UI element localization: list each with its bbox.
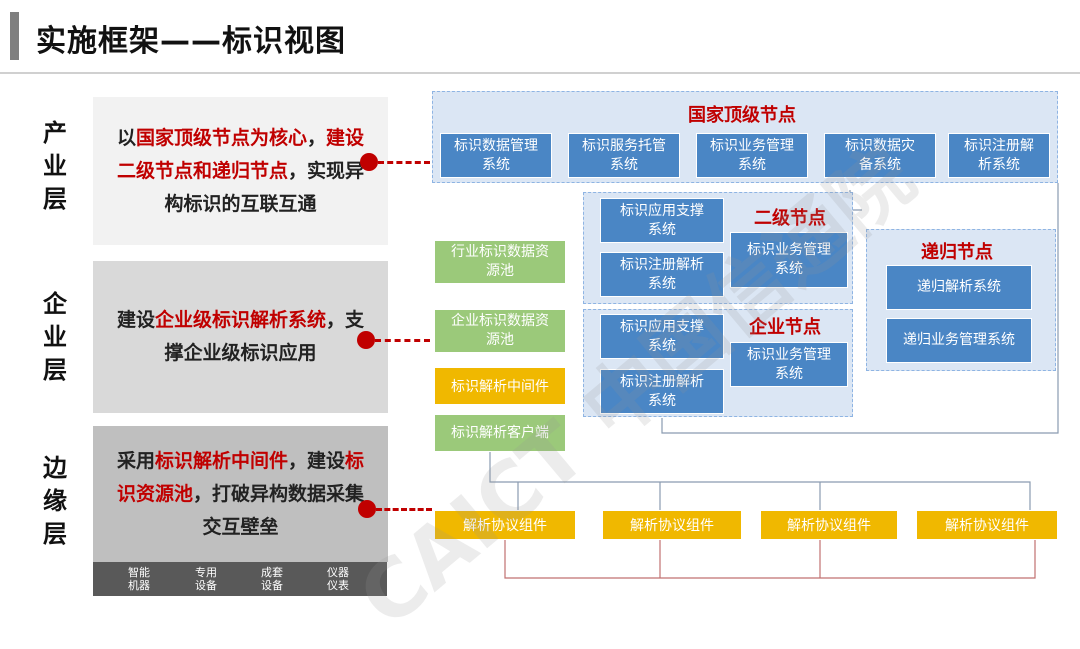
- layer-desc-text: 以国家顶级节点为核心，建设二级节点和递归节点，实现异构标识的互联互通: [111, 122, 370, 221]
- device-smart-machine: 智能机器: [128, 566, 150, 592]
- desc-text: ，打破异构数据采集交互壁垒: [193, 482, 365, 538]
- desc-text: ，实现异构标识的互联互通: [164, 159, 365, 215]
- recursive-system-business-mgmt[interactable]: 递归业务管理系统: [886, 318, 1032, 363]
- protocol-component-2[interactable]: 解析协议组件: [602, 510, 742, 540]
- connector-dot-industry: [360, 153, 378, 171]
- connector-dash-edge: [376, 508, 432, 511]
- layer-desc-edge: 采用标识解析中间件，建设标识资源池，打破异构数据采集交互壁垒: [93, 426, 388, 562]
- national-system-business-mgmt[interactable]: 标识业务管理系统: [696, 133, 808, 178]
- desc-text: 以: [116, 126, 136, 149]
- desc-text: 建设: [116, 309, 155, 331]
- resolution-middleware[interactable]: 标识解析中间件: [434, 367, 566, 405]
- wire-national-to-enterprise: [661, 183, 1059, 434]
- protocol-component-4[interactable]: 解析协议组件: [916, 510, 1058, 540]
- secondary-system-registration-resolution[interactable]: 标识注册解析系统: [600, 252, 724, 297]
- wire-bottom-bus: [504, 540, 1036, 579]
- connector-dash-industry: [378, 161, 430, 164]
- national-system-service-hosting[interactable]: 标识服务托管系统: [568, 133, 680, 178]
- layer-label-edge: 边缘层: [43, 454, 67, 548]
- national-system-registration-resolution[interactable]: 标识注册解析系统: [948, 133, 1050, 178]
- layer-desc-text: 采用标识解析中间件，建设标识资源池，打破异构数据采集交互壁垒: [111, 445, 370, 544]
- device-special-equipment: 专用设备: [195, 566, 217, 592]
- enterprise-system-registration-resolution[interactable]: 标识注册解析系统: [600, 369, 724, 414]
- device-complete-equipment: 成套设备: [261, 566, 283, 592]
- secondary-system-app-support[interactable]: 标识应用支撑系统: [600, 198, 724, 243]
- highlight-text: 标识资源池: [116, 449, 365, 505]
- layer-label-enterprise: 企业层: [43, 290, 67, 384]
- highlight-text: 国家顶级节点为核心: [135, 126, 307, 149]
- connector-dot-enterprise: [357, 331, 375, 349]
- enterprise-node-title: 企业节点: [749, 317, 821, 338]
- highlight-text: 建设二级节点和递归节点: [116, 126, 365, 182]
- layer-desc-industry: 以国家顶级节点为核心，建设二级节点和递归节点，实现异构标识的互联互通: [93, 97, 388, 245]
- layer-desc-text: 建设企业级标识解析系统，支撑企业级标识应用: [111, 304, 370, 370]
- desc-text: ，: [307, 126, 327, 149]
- enterprise-system-business-mgmt[interactable]: 标识业务管理系统: [730, 342, 848, 387]
- wire-top-bus: [489, 452, 1031, 510]
- national-node-title: 国家顶级节点: [688, 105, 796, 126]
- protocol-component-3[interactable]: 解析协议组件: [760, 510, 898, 540]
- protocol-component-1[interactable]: 解析协议组件: [434, 510, 576, 540]
- national-system-disaster-backup[interactable]: 标识数据灾备系统: [824, 133, 936, 178]
- desc-text: ，支撑企业级标识应用: [164, 309, 365, 364]
- recursive-system-resolution[interactable]: 递归解析系统: [886, 265, 1032, 310]
- connector-dash-enterprise: [375, 339, 430, 342]
- desc-text: ，建设: [288, 449, 346, 472]
- device-instrument: 仪器仪表: [327, 566, 349, 592]
- recursive-node-title: 递归节点: [921, 242, 993, 263]
- device-strip: [93, 562, 387, 596]
- header-accent-bar: [10, 12, 19, 60]
- enterprise-system-app-support[interactable]: 标识应用支撑系统: [600, 314, 724, 359]
- national-system-data-mgmt[interactable]: 标识数据管理系统: [440, 133, 552, 178]
- connector-lines: [489, 183, 1059, 579]
- industry-resource-pool[interactable]: 行业标识数据资源池: [434, 240, 566, 284]
- desc-text: 采用: [116, 449, 155, 472]
- layer-desc-enterprise: 建设企业级标识解析系统，支撑企业级标识应用: [93, 261, 388, 413]
- header-divider: [0, 72, 1080, 74]
- highlight-text: 企业级标识解析系统: [154, 309, 326, 331]
- highlight-text: 标识解析中间件: [154, 449, 288, 472]
- resolution-client[interactable]: 标识解析客户端: [434, 414, 566, 452]
- page-title: 实施框架——标识视图: [36, 24, 346, 59]
- connector-dot-edge: [358, 500, 376, 518]
- secondary-node-title: 二级节点: [754, 208, 826, 229]
- enterprise-resource-pool[interactable]: 企业标识数据资源池: [434, 309, 566, 353]
- layer-label-industry: 产业层: [43, 119, 67, 213]
- secondary-system-business-mgmt[interactable]: 标识业务管理系统: [730, 232, 848, 288]
